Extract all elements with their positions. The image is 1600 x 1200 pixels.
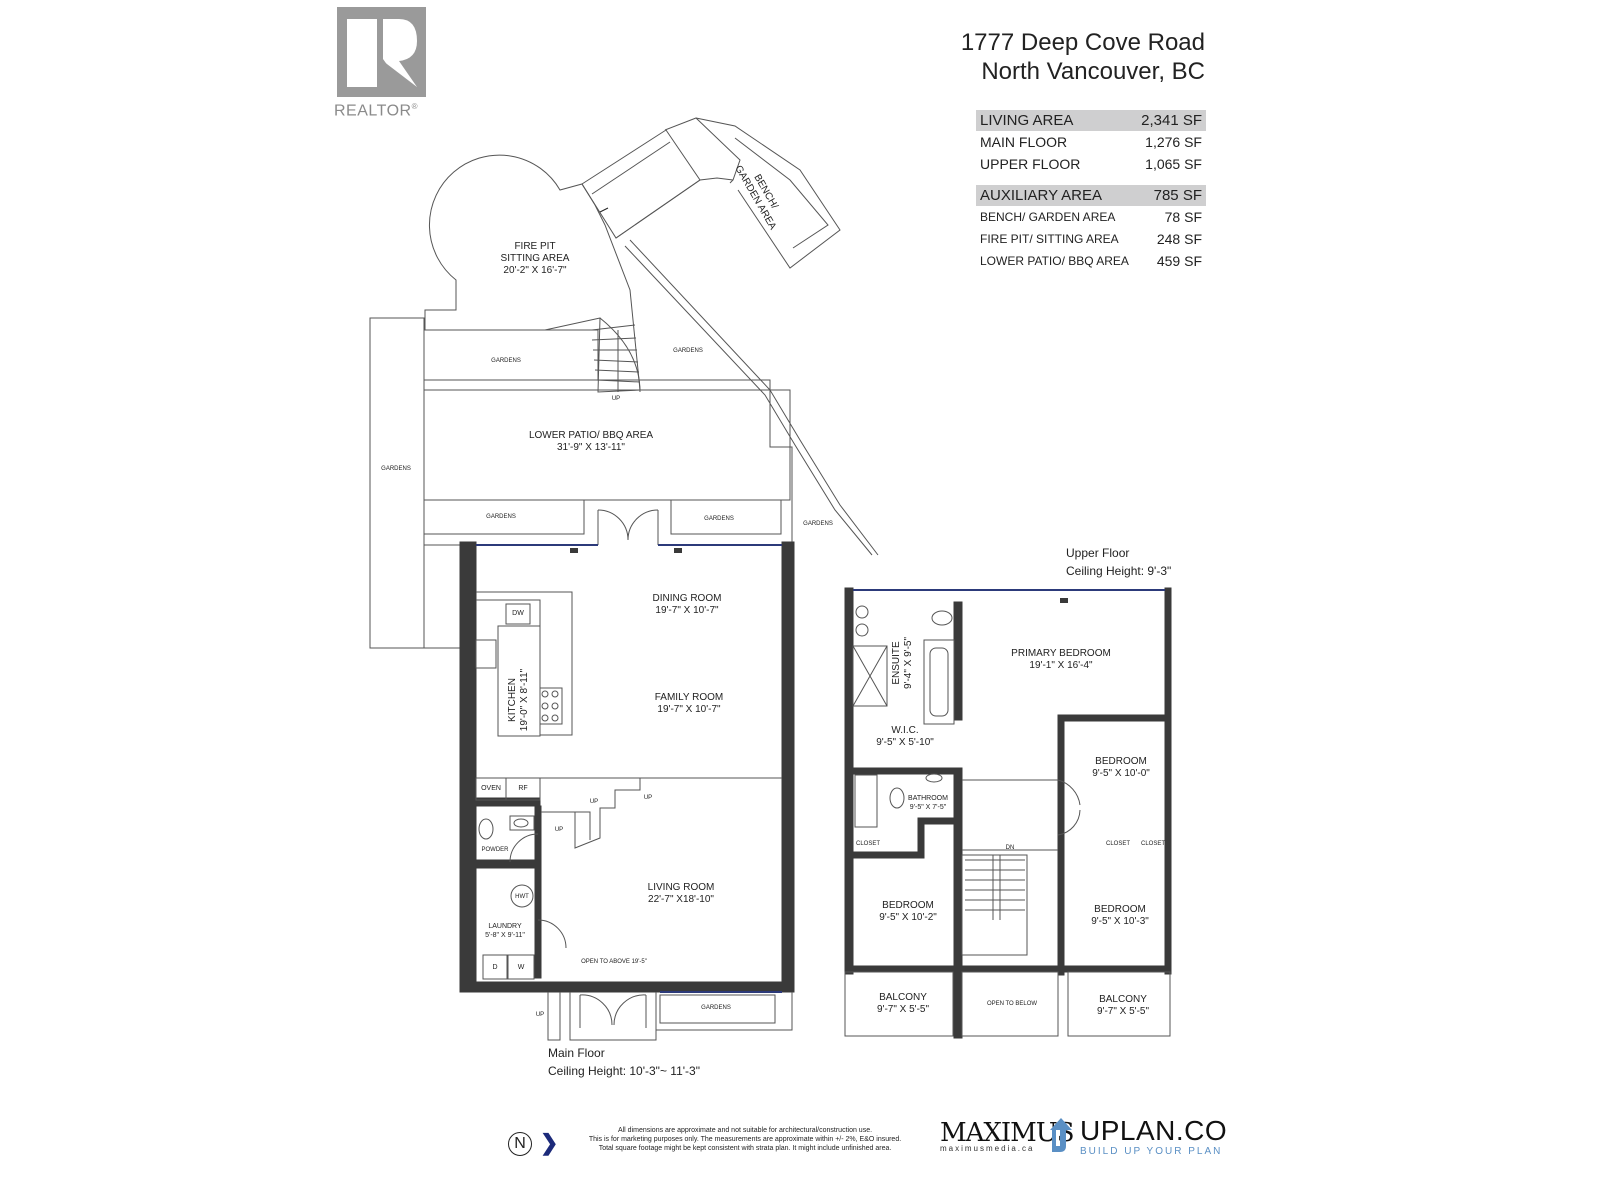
lower-patio-area-row: LOWER PATIO/ BBQ AREA 459 SF [980,253,1202,269]
closet-label: CLOSET [1140,841,1166,847]
lower-patio-label: LOWER PATIO/ BBQ AREA 31'-9" X 13'-11" [528,430,654,453]
bedroom-ne-label: BEDROOM 9'-5" X 10'-0" [1092,756,1150,779]
north-arrow-icon: ❯ [540,1130,559,1155]
down-label: DN [1005,845,1015,851]
realtor-logo-icon [337,7,426,97]
up-label: UP [589,799,599,805]
wic-label: W.I.C. 9'-5" X 5'-10" [876,725,934,748]
up-label: UP [611,396,621,402]
area-summary-table: LIVING AREA 2,341 SF MAIN FLOOR 1,276 SF… [976,110,1206,272]
gardens-label: GARDENS [701,1005,731,1011]
oven-label: OVEN [481,785,501,792]
main-floor-walls [459,541,795,993]
north-compass-icon: N [508,1132,532,1156]
primary-bedroom-label: PRIMARY BEDROOM 19'-1" X 16'-4" [1011,648,1111,671]
ensuite-label: ENSUITE 9'-4" X 9'-5" [891,636,914,690]
bench-garden-area-row: BENCH/ GARDEN AREA 78 SF [980,209,1202,225]
address-line1: 1777 Deep Cove Road [960,29,1205,56]
gardens-label: GARDENS [704,516,734,522]
family-room-label: FAMILY ROOM 19'-7" X 10'-7" [654,692,724,715]
curved-stair [591,317,641,393]
uplan-logo: UPLAN.CO BUILD UP YOUR PLAN [1048,1116,1227,1157]
bathroom-label: BATHROOM 9'-5" X 7'-5" [908,795,948,811]
open-to-above-label: OPEN TO ABOVE 19'-5" [581,959,647,965]
balcony-west-label: BALCONY 9'-7" X 5'-5" [876,992,930,1015]
fire-pit-label: FIRE PIT SITTING AREA 20'-2" X 16'-7" [500,241,570,276]
gardens-label: GARDENS [803,521,833,527]
uplan-arrow-icon [1050,1118,1072,1152]
main-floor-area-row: MAIN FLOOR 1,276 SF [980,134,1202,150]
gardens-label: GARDENS [673,348,703,354]
up-label: UP [643,795,653,801]
gardens-label: GARDENS [491,358,521,364]
upper-floor-caption: Upper Floor Ceiling Height: 9'-3" [1066,546,1172,578]
auxiliary-area-row: AUXILIARY AREA 785 SF [976,185,1206,206]
powder-label: POWDER [481,847,509,853]
closet-label: CLOSET [855,841,881,847]
closet-label: CLOSET [1105,841,1131,847]
living-area-row: LIVING AREA 2,341 SF [976,110,1206,131]
upper-floor-area-row: UPPER FLOOR 1,065 SF [980,156,1202,172]
fire-pit-outline [424,154,641,393]
disclaimer-text: All dimensions are approximate and not s… [588,1127,902,1152]
dryer-label: D [492,964,498,971]
laundry-label: LAUNDRY 5'-8" X 9'-11" [485,923,525,939]
upper-floor-walls [844,587,1172,1039]
refrigerator-label: RF [518,785,528,792]
fire-pit-area-row: FIRE PIT/ SITTING AREA 248 SF [980,231,1202,247]
address-line2: North Vancouver, BC [981,58,1205,85]
washer-label: W [517,964,525,971]
living-room-label: LIVING ROOM 22'-7" X18'-10" [647,882,715,905]
up-label: UP [535,1012,545,1018]
hot-water-tank-label: HWT [515,894,529,900]
up-label: UP [554,827,564,833]
dishwasher-label: DW [512,610,524,617]
main-floor-caption: Main Floor Ceiling Height: 10'-3"~ 11'-3… [548,1046,700,1078]
bedroom-sw-label: BEDROOM 9'-5" X 10'-2" [879,900,937,923]
kitchen-label: KITCHEN 19'-0" X 8'-11" [507,668,530,732]
open-to-below-label: OPEN TO BELOW [986,1001,1038,1007]
balcony-east-label: BALCONY 9'-7" X 5'-5" [1096,994,1150,1017]
realtor-wordmark: REALTOR® [334,102,418,120]
gardens-label: GARDENS [486,514,516,520]
property-address: 1777 Deep Cove Road North Vancouver, BC [961,28,1205,86]
gardens-label: GARDENS [381,466,411,472]
bedroom-se-label: BEDROOM 9'-5" X 10'-3" [1091,904,1149,927]
dining-room-label: DINING ROOM 19'-7" X 10'-7" [652,593,722,616]
